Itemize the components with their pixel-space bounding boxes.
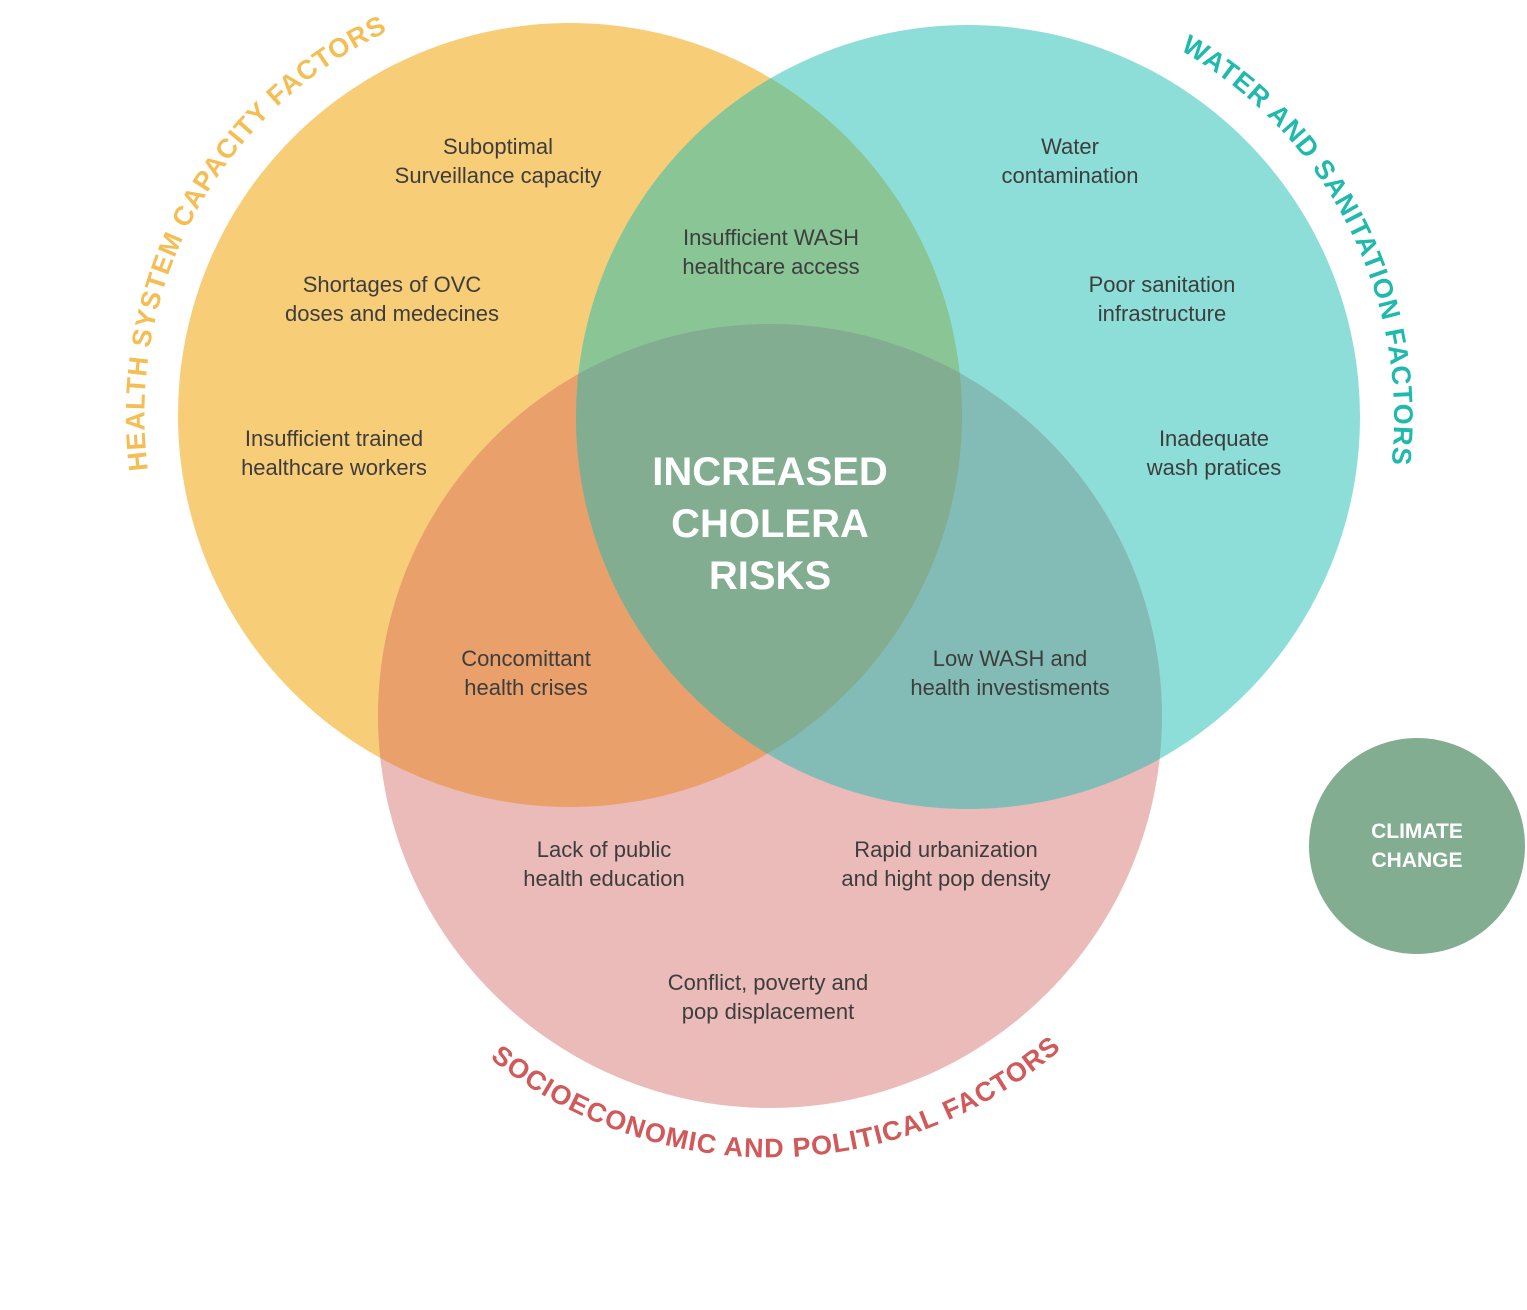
center-line: INCREASED xyxy=(652,450,888,494)
factor-line: pop displacement xyxy=(682,999,854,1024)
climate-line: CHANGE xyxy=(1371,849,1462,872)
factor-line: Concomittant xyxy=(461,646,591,671)
climate-circle xyxy=(1309,738,1525,954)
factor-line: health crises xyxy=(464,675,588,700)
factor-line: contamination xyxy=(1002,163,1139,188)
factor-line: Poor sanitation xyxy=(1089,272,1236,297)
factor-shortages: Shortages of OVC doses and medecines xyxy=(285,272,499,326)
factor-line: Surveillance capacity xyxy=(395,163,602,188)
factor-line: healthcare workers xyxy=(241,455,427,480)
factor-health-crises: Concomittant health crises xyxy=(461,646,591,700)
center-line: RISKS xyxy=(709,554,831,598)
factor-line: Inadequate xyxy=(1159,426,1269,451)
factor-line: Shortages of OVC xyxy=(303,272,482,297)
factor-line: health investisments xyxy=(910,675,1109,700)
factor-line: Insufficient WASH xyxy=(683,225,859,250)
factor-investments: Low WASH and health investisments xyxy=(910,646,1109,700)
center-line: CHOLERA xyxy=(671,502,869,546)
factor-line: Lack of public xyxy=(537,837,672,862)
factor-urbanization: Rapid urbanization and hight pop density xyxy=(841,837,1050,891)
factor-sanitation: Poor sanitation infrastructure xyxy=(1089,272,1236,326)
center-overlap xyxy=(576,324,962,807)
factor-line: infrastructure xyxy=(1098,301,1226,326)
factor-water-contamination: Water contamination xyxy=(1002,134,1139,188)
factor-line: Conflict, poverty and xyxy=(668,970,869,995)
factor-line: wash pratices xyxy=(1146,455,1282,480)
factor-line: health education xyxy=(523,866,684,891)
climate-label: CLIMATE CHANGE xyxy=(1371,820,1463,872)
factor-line: healthcare access xyxy=(682,254,859,279)
factor-conflict: Conflict, poverty and pop displacement xyxy=(668,970,869,1024)
factor-line: Low WASH and xyxy=(933,646,1087,671)
factor-workers: Insufficient trained healthcare workers xyxy=(241,426,427,480)
factor-line: Water xyxy=(1041,134,1099,159)
center-title: INCREASED CHOLERA RISKS xyxy=(652,450,888,598)
factor-education: Lack of public health education xyxy=(523,837,684,891)
climate-line: CLIMATE xyxy=(1371,820,1463,843)
factor-line: Suboptimal xyxy=(443,134,553,159)
factor-line: Insufficient trained xyxy=(245,426,423,451)
factor-wash-practices: Inadequate wash pratices xyxy=(1146,426,1282,480)
factor-wash-access: Insufficient WASH healthcare access xyxy=(682,225,859,279)
factor-line: doses and medecines xyxy=(285,301,499,326)
factor-line: Rapid urbanization xyxy=(854,837,1037,862)
factor-line: and hight pop density xyxy=(841,866,1050,891)
